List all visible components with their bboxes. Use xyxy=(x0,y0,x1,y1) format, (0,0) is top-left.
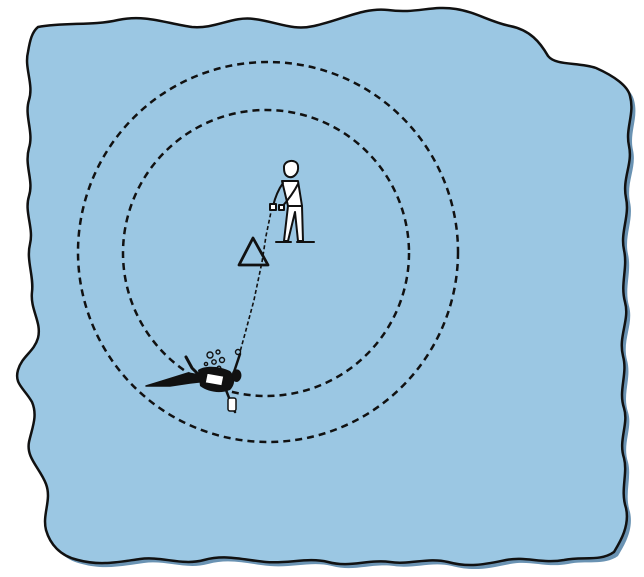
triangle-marker-icon xyxy=(237,236,270,267)
diver-figure-icon xyxy=(145,352,242,414)
tether-line xyxy=(239,206,273,353)
inner-search-circle xyxy=(121,108,411,398)
tender-figure-icon xyxy=(269,160,315,243)
water-body xyxy=(15,6,633,567)
bubbles-icon xyxy=(203,348,242,371)
outer-search-circle xyxy=(76,60,460,444)
water-area xyxy=(15,6,636,570)
